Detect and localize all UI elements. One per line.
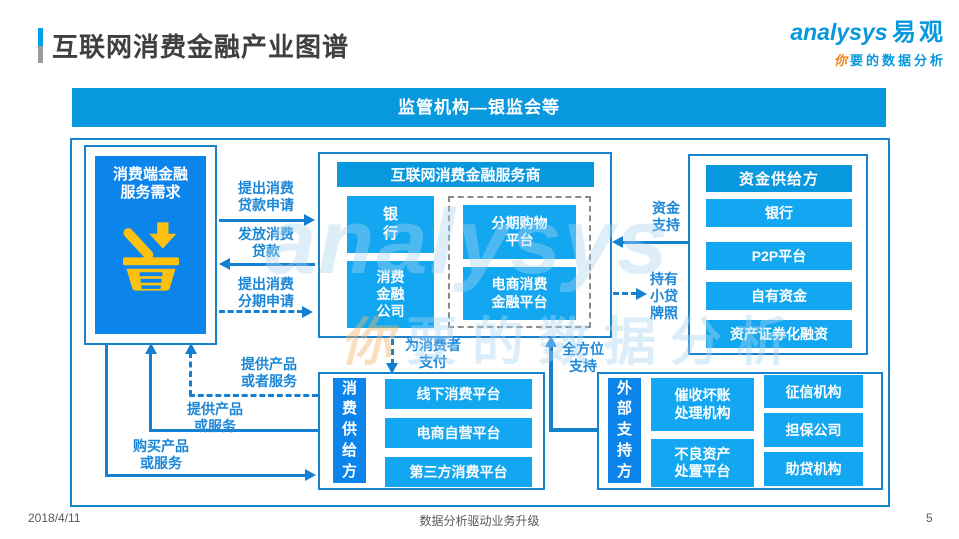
regulator-banner: 监管机构—银监会等	[72, 88, 886, 127]
arrowhead-down-icon	[386, 363, 398, 374]
logo-brand: analysys 易观	[770, 12, 946, 47]
funding-item-p2p: P2P平台	[706, 242, 852, 270]
shopping-basket-download-icon	[122, 221, 179, 291]
funding-box-title: 资金供给方	[706, 165, 852, 192]
arrow-label-pay-for-consumers: 为消费者支付	[405, 337, 461, 370]
arrowhead-right-icon	[636, 288, 647, 300]
analysys-logo: analysys 易观 你要的数据分析	[770, 12, 946, 69]
arrow-funding-support	[622, 241, 688, 244]
support-box-title: 外部支持方	[608, 378, 641, 483]
arrow-microloan-license	[613, 292, 637, 295]
demand-box-inner: 消费端金融服务需求	[95, 156, 206, 334]
arrow-label-loan-grant: 发放消费贷款	[238, 226, 294, 259]
arrowhead-left-icon	[612, 236, 623, 248]
arrowhead-right-icon	[305, 469, 316, 481]
arrowhead-up-icon	[545, 336, 557, 347]
arrow-buy-products-horizontal	[105, 474, 306, 477]
support-item-loan-assist: 助贷机构	[764, 452, 863, 486]
arrowhead-left-icon	[219, 258, 230, 270]
logo-brand-en: analysys	[790, 19, 888, 45]
provider-item-consumer-finance-co: 消费金融公司	[347, 261, 434, 328]
consumption-item-ecommerce-self: 电商自营平台	[385, 418, 532, 448]
arrow-label-funding-support: 资金支持	[652, 200, 680, 234]
support-item-npl-disposal: 不良资产处置平台	[651, 439, 754, 487]
arrowhead-right-icon	[304, 214, 315, 226]
page-title: 互联网消费金融产业图谱	[52, 32, 350, 62]
arrowhead-up-icon	[145, 343, 157, 354]
arrow-installment-apply	[219, 310, 303, 313]
support-item-collection: 催收坏账处理机构	[651, 378, 754, 431]
arrow-provide-products-horizontal	[149, 429, 318, 432]
arrow-buy-products-vertical	[105, 345, 108, 477]
arrow-all-round-support-vertical	[549, 346, 553, 432]
arrow-all-round-support-horizontal	[549, 428, 598, 432]
consumption-item-third-party: 第三方消费平台	[385, 457, 532, 487]
funding-item-abs: 资产证券化融资	[706, 320, 852, 348]
arrow-provide-products-vertical	[149, 352, 152, 432]
funding-item-bank: 银行	[706, 199, 852, 227]
provider-item-bank: 银行	[347, 196, 434, 253]
provider-box-title: 互联网消费金融服务商	[337, 162, 594, 187]
consumption-box-title: 消费供给方	[333, 378, 366, 483]
arrow-loan-apply	[219, 219, 305, 222]
demand-box-title: 消费端金融服务需求	[112, 166, 188, 202]
footer-slogan: 数据分析驱动业务升级	[419, 514, 540, 528]
arrow-label-installment-apply: 提出消费分期申请	[238, 276, 294, 309]
title-accent-bar-bottom	[38, 46, 43, 63]
arrow-provide-products-or-services-horizontal	[189, 394, 318, 397]
arrow-label-buy-products: 购买产品或服务	[133, 438, 189, 471]
logo-tagline: 你要的数据分析	[833, 53, 946, 68]
funding-item-own-capital: 自有资金	[706, 282, 852, 310]
arrow-provide-products-or-services-vertical	[189, 352, 192, 396]
provider-item-installment-shopping: 分期购物平台	[463, 205, 576, 259]
support-item-credit-bureau: 征信机构	[764, 375, 863, 408]
arrow-label-loan-apply: 提出消费贷款申请	[238, 180, 294, 213]
support-item-guarantee: 担保公司	[764, 413, 863, 447]
provider-item-ecommerce-finance: 电商消费金融平台	[463, 267, 576, 320]
logo-brand-cn: 易观	[892, 19, 946, 46]
provider-dashed-group	[448, 196, 591, 328]
arrowhead-right-icon	[302, 306, 313, 318]
footer-page-number: 5	[926, 511, 933, 525]
arrow-loan-grant	[229, 263, 315, 266]
arrow-label-provide-products-or-services: 提供产品或者服务	[241, 356, 297, 389]
arrow-label-microloan-license: 持有小贷牌照	[650, 271, 678, 322]
arrowhead-up-icon	[185, 343, 197, 354]
arrow-pay-for-consumers	[391, 339, 394, 365]
footer-date: 2018/4/11	[28, 511, 81, 525]
consumption-item-offline: 线下消费平台	[385, 379, 532, 409]
arrow-label-provide-products: 提供产品或服务	[187, 401, 243, 434]
title-accent-bar-top	[38, 28, 43, 46]
arrow-label-all-round-support: 全方位支持	[562, 341, 604, 375]
